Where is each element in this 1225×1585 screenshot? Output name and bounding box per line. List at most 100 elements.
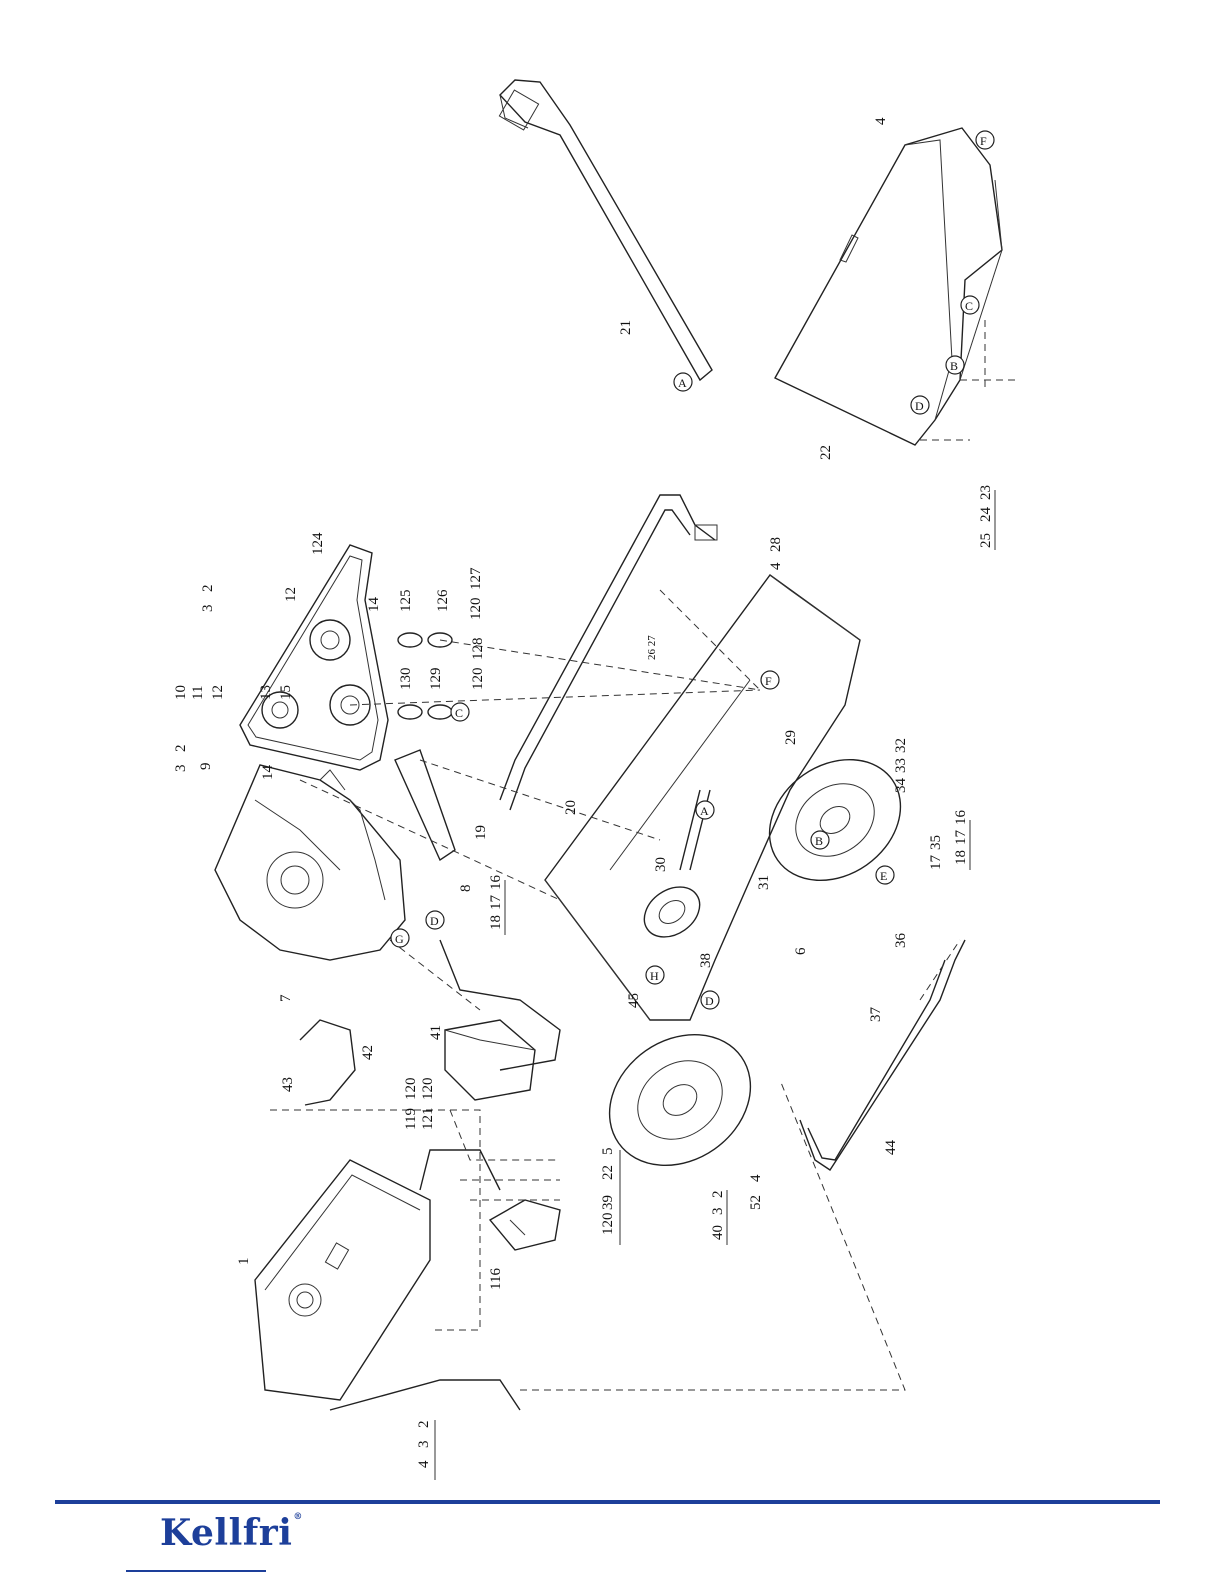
- label-12a: 12: [210, 685, 226, 700]
- label-30: 30: [653, 857, 669, 872]
- label-3c: 3: [200, 605, 216, 613]
- ref-D-chassis: D: [705, 994, 714, 1008]
- label-1: 1: [236, 1258, 252, 1266]
- label-29: 29: [783, 730, 799, 745]
- label-116: 116: [488, 1268, 504, 1290]
- label-2a: 2: [416, 1421, 432, 1429]
- label-17a: 17: [488, 895, 504, 911]
- label-44: 44: [883, 1140, 899, 1156]
- label-11: 11: [190, 686, 206, 700]
- tow-arm-part: [499, 80, 712, 390]
- ref-F: F: [980, 134, 987, 148]
- label-12b: 12: [283, 587, 299, 602]
- registered-mark: ®: [293, 1512, 303, 1522]
- label-32: 32: [893, 738, 909, 753]
- kellfri-logo: Kellfri®: [160, 1512, 303, 1554]
- label-42: 42: [360, 1045, 376, 1060]
- logo-underline: [126, 1570, 266, 1572]
- label-120e: 120: [470, 668, 486, 691]
- label-45: 45: [626, 993, 642, 1008]
- label-125: 125: [398, 590, 414, 613]
- label-2d: 2: [710, 1191, 726, 1199]
- label-121: 121: [420, 1108, 436, 1131]
- label-128: 128: [470, 638, 486, 661]
- label-120a: 120: [600, 1213, 616, 1236]
- ref-D: D: [915, 399, 924, 413]
- label-4c: 4: [748, 1174, 764, 1182]
- label-31: 31: [756, 875, 772, 890]
- label-2c: 2: [200, 585, 216, 593]
- label-126: 126: [435, 589, 451, 612]
- ref-C: C: [965, 299, 973, 313]
- label-3b: 3: [173, 765, 189, 773]
- part-labels: 1 4 3 2 116 120 39 22 5 119 120 121 120 …: [173, 117, 994, 1468]
- ref-E: E: [880, 869, 887, 883]
- label-28: 28: [768, 537, 784, 552]
- label-39: 39: [600, 1195, 616, 1210]
- label-25: 25: [978, 533, 994, 548]
- label-37: 37: [868, 1007, 884, 1023]
- label-124: 124: [310, 532, 326, 555]
- label-34: 34: [893, 778, 909, 794]
- ref-H: H: [650, 969, 659, 983]
- label-43: 43: [280, 1077, 296, 1092]
- label-130: 130: [398, 668, 414, 691]
- label-36: 36: [893, 933, 909, 949]
- label-16b: 16: [953, 810, 969, 826]
- label-19: 19: [473, 825, 489, 840]
- label-brackets: [435, 490, 995, 1480]
- label-8: 8: [458, 885, 474, 893]
- label-3d: 3: [710, 1208, 726, 1216]
- wheel-front: [584, 1008, 776, 1192]
- tow-bar-part: [500, 495, 717, 810]
- control-box-part: [445, 1020, 535, 1100]
- label-4b: 4: [768, 562, 784, 570]
- label-6: 6: [793, 947, 809, 955]
- label-52: 52: [748, 1195, 764, 1210]
- label-4a: 4: [416, 1460, 432, 1468]
- ref-B: B: [950, 359, 958, 373]
- label-10: 10: [173, 685, 189, 700]
- label-24: 24: [978, 507, 994, 523]
- label-14a: 14: [260, 765, 276, 781]
- support-frame-part: [800, 940, 965, 1170]
- hopper-part: [775, 128, 1002, 445]
- footer-rule: [55, 1500, 1160, 1504]
- ref-F-chassis: F: [765, 674, 772, 688]
- label-2b: 2: [173, 745, 189, 753]
- label-129: 129: [428, 668, 444, 691]
- label-17c: 17: [928, 855, 944, 871]
- ref-D-engine: D: [430, 914, 439, 928]
- ref-G: G: [395, 932, 404, 946]
- label-33: 33: [893, 758, 909, 773]
- label-38: 38: [698, 953, 714, 968]
- label-3a: 3: [416, 1441, 432, 1449]
- label-18a: 18: [488, 915, 504, 930]
- logo-text: Kellfri: [160, 1512, 292, 1554]
- label-120d: 120: [468, 598, 484, 621]
- label-5: 5: [600, 1148, 616, 1156]
- label-120c: 120: [420, 1078, 436, 1101]
- label-119: 119: [403, 1108, 419, 1130]
- label-127: 127: [468, 567, 484, 590]
- label-120b: 120: [403, 1078, 419, 1101]
- ref-B-wheel: B: [815, 834, 823, 848]
- label-17b: 17: [953, 830, 969, 846]
- label-23: 23: [978, 485, 994, 500]
- label-26-27: 26 27: [646, 635, 658, 660]
- engine-part: [215, 765, 408, 960]
- label-41: 41: [428, 1025, 444, 1040]
- assembly-leader-lines: [270, 320, 1020, 1390]
- ref-A-chassis: A: [700, 804, 709, 818]
- ref-C-pulley: C: [455, 706, 463, 720]
- label-4d: 4: [873, 117, 889, 125]
- ref-A: A: [678, 376, 687, 390]
- label-14b: 14: [366, 597, 382, 613]
- label-16a: 16: [488, 875, 504, 891]
- switch-part: [490, 1200, 560, 1250]
- label-22a: 22: [818, 445, 834, 460]
- label-7: 7: [278, 994, 294, 1002]
- label-20: 20: [563, 800, 579, 815]
- label-9: 9: [198, 763, 214, 771]
